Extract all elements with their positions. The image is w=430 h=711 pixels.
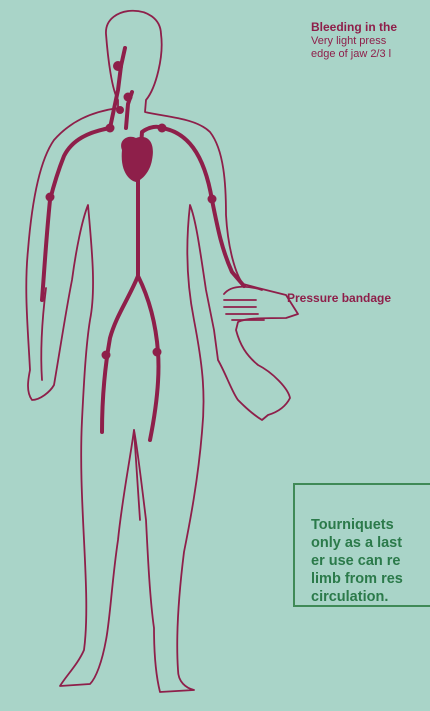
pressure-point-right-arm: [208, 195, 217, 204]
warning-line: er use can re: [311, 553, 400, 569]
bleeding-head-label: Bleeding in the: [311, 20, 397, 34]
pressure-point-right-thigh: [153, 348, 162, 357]
heart-icon: [121, 137, 153, 182]
pressure-point-right-shoulder: [158, 124, 167, 133]
warning-line: circulation.: [311, 589, 388, 605]
pressure-bandage-label: Pressure bandage: [287, 291, 391, 305]
warning-line: only as a last: [311, 535, 402, 551]
pressure-point-left-shoulder: [106, 124, 115, 133]
body-outline: [26, 11, 298, 692]
pressure-point-temple: [113, 61, 123, 71]
warning-line: Tourniquets: [311, 517, 394, 533]
arterial-system: [42, 48, 244, 440]
pressure-point-left-arm: [46, 193, 55, 202]
pressure-points: [46, 61, 217, 360]
bleeding-head-description-line-2: edge of jaw 2/3 l: [311, 48, 391, 60]
warning-line: limb from res: [311, 571, 403, 587]
bleeding-head-description-line-1: Very light press: [311, 35, 386, 47]
pressure-point-neck: [116, 106, 124, 114]
pressure-point-jaw: [124, 93, 133, 102]
pressure-point-left-thigh: [102, 351, 111, 360]
